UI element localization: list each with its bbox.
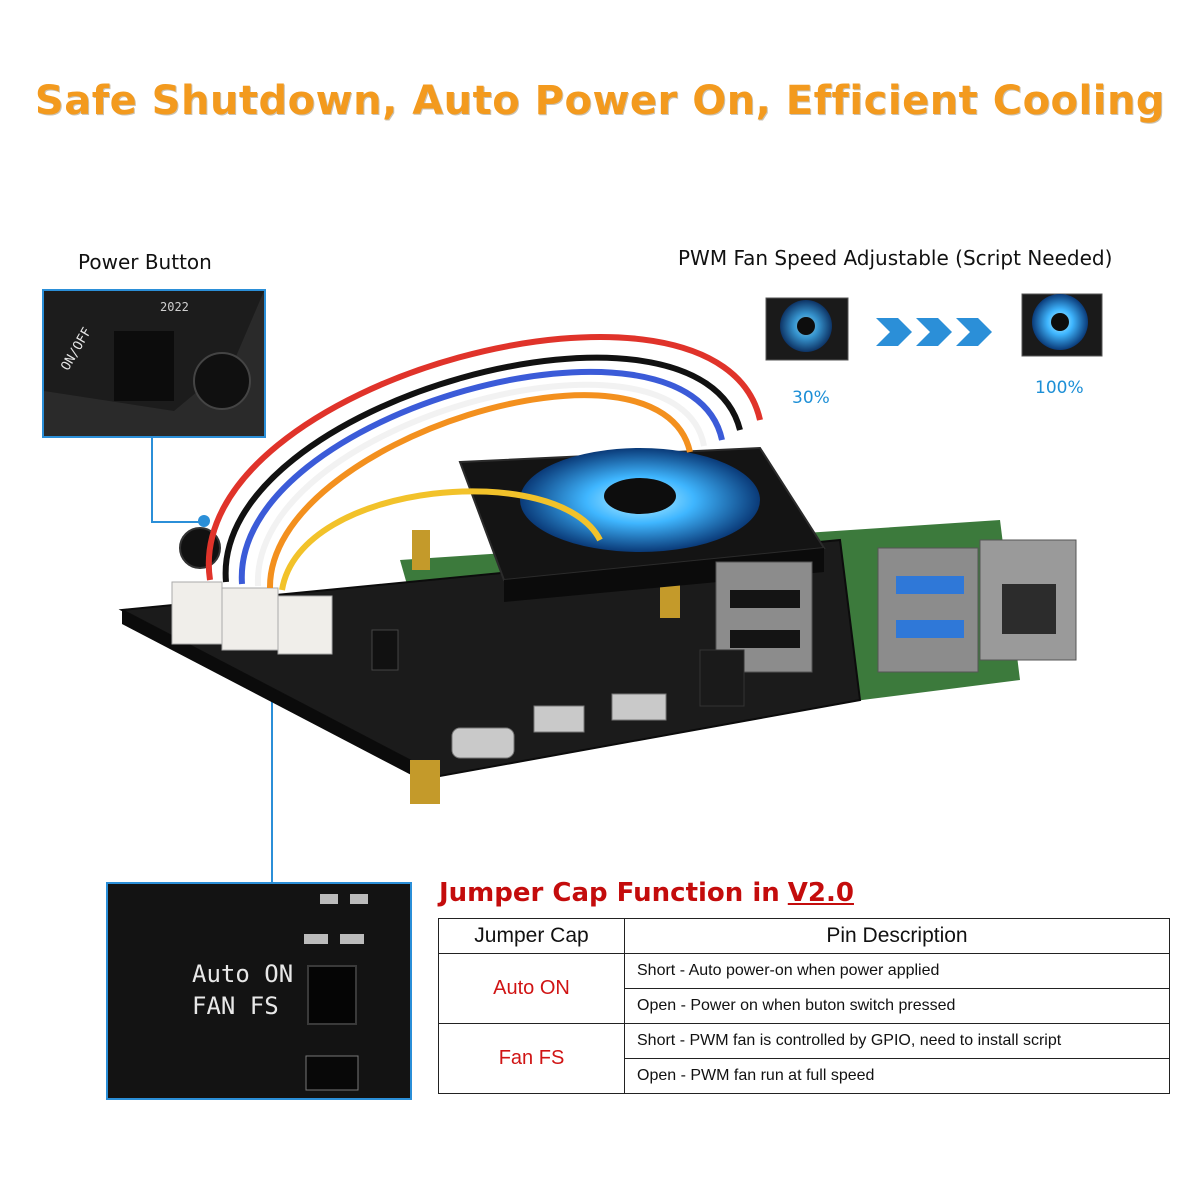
- wire-orange: [266, 392, 693, 589]
- standoff-front: [410, 760, 440, 804]
- jumper-closeup: [304, 894, 368, 1091]
- arrow-2: [916, 318, 952, 346]
- inset-jumper-cap: [307, 965, 357, 1025]
- connector-1: [171, 581, 223, 645]
- pwm-fan-label: PWM Fan Speed Adjustable (Script Needed): [678, 246, 1113, 270]
- table-header-row: Jumper Cap Pin Description: [438, 918, 1170, 954]
- inset-switch-body: [114, 331, 174, 401]
- speed-high-label: 100%: [1035, 378, 1084, 398]
- jumper-function-table: Jumper Cap Pin Description Auto ON Short…: [438, 918, 1170, 1094]
- micro-hdmi-2: [611, 693, 667, 721]
- usb-port-1-slot-a: [730, 590, 800, 608]
- micro-hdmi-1: [533, 705, 585, 733]
- table-row: Fan FS Short - PWM fan is controlled by …: [438, 1023, 1170, 1094]
- usb-port-2-slot-b: [896, 620, 964, 638]
- jumper-inset: Auto ON FAN FS: [106, 882, 412, 1100]
- power-button-label: Power Button: [78, 250, 212, 274]
- power-button-inset: ON/OFF 2022: [42, 289, 266, 438]
- inset-smd-2: [350, 894, 368, 904]
- desc-fan-fs-open: Open - PWM fan run at full speed: [624, 1058, 1170, 1094]
- cap-auto-on: Auto ON: [438, 953, 625, 1024]
- arrow-3: [956, 318, 992, 346]
- fan-mini-100-hub: [1051, 313, 1069, 331]
- jumper-function-version: V2.0: [787, 878, 854, 908]
- inset-button-cap: [193, 352, 251, 410]
- inset-smd-3: [304, 934, 328, 944]
- usb-port-2: [877, 547, 979, 673]
- ethernet-jack: [1002, 584, 1056, 634]
- power-button-closeup: ON/OFF 2022: [44, 291, 264, 411]
- arrow-1: [876, 318, 912, 346]
- usb-port-2-slot-a: [896, 576, 964, 594]
- fan-mini-30-hub: [797, 317, 815, 335]
- desc-auto-on-open: Open - Power on when buton switch presse…: [624, 988, 1170, 1024]
- header-jumper-cap: Jumper Cap: [438, 918, 625, 954]
- inset-smd-4: [340, 934, 364, 944]
- connector-3: [277, 595, 333, 655]
- fan-hub: [604, 478, 676, 514]
- inset-year-text: 2022: [160, 300, 189, 314]
- wire-blue: [238, 368, 725, 585]
- table-row: Auto ON Short - Auto power-on when power…: [438, 953, 1170, 1024]
- usb-c-port: [451, 727, 515, 759]
- header-pin-description: Pin Description: [624, 918, 1170, 954]
- audio-jack: [699, 649, 745, 707]
- inset-fan-fs-label: FAN FS: [192, 992, 279, 1020]
- speed-low-label: 30%: [792, 388, 830, 408]
- wire-white: [254, 381, 707, 587]
- desc-auto-on-short: Short - Auto power-on when power applied: [624, 953, 1170, 989]
- jumper-function-title-text: Jumper Cap Function in: [439, 878, 780, 908]
- cap-fan-fs: Fan FS: [438, 1023, 625, 1094]
- usb-port-1-slot-b: [730, 630, 800, 648]
- inset-smd-1: [320, 894, 338, 904]
- inset-chip: [305, 1055, 359, 1091]
- power-callout-line: [151, 434, 204, 523]
- wire-red: [205, 333, 763, 581]
- standoff-left: [412, 530, 430, 570]
- table-row: Open - PWM fan run at full speed: [439, 1058, 1170, 1094]
- desc-fan-fs-short: Short - PWM fan is controlled by GPIO, n…: [624, 1023, 1170, 1059]
- board-edge: [122, 610, 440, 790]
- headline: Safe Shutdown, Auto Power On, Efficient …: [34, 78, 1166, 124]
- wire-yellow: [279, 488, 603, 591]
- power-callout-dot: [198, 515, 210, 527]
- wire-black: [222, 354, 743, 583]
- connector-2: [221, 587, 279, 651]
- board-jumper: [371, 629, 399, 671]
- inset-auto-on-label: Auto ON: [192, 960, 294, 988]
